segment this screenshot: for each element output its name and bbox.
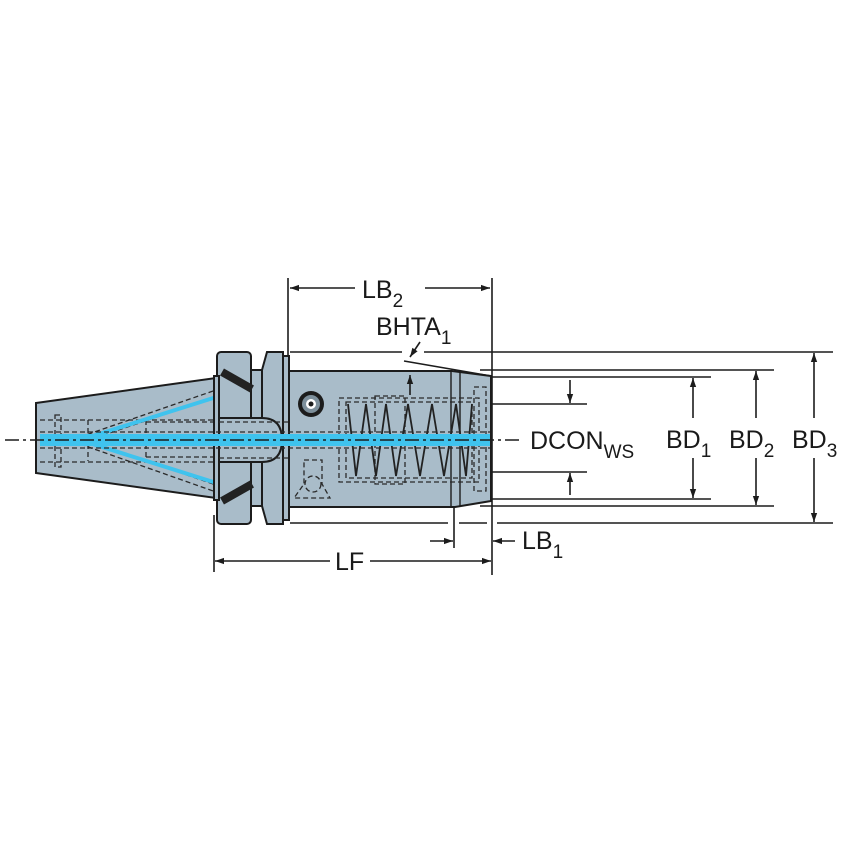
dim-lb2: LB2: [290, 276, 490, 312]
svg-text:LB1: LB1: [522, 527, 563, 563]
svg-text:LF: LF: [335, 548, 364, 576]
dim-lb1: LB1: [430, 527, 563, 563]
coolant-channel: [5, 431, 520, 449]
svg-text:DCONWS: DCONWS: [530, 427, 634, 463]
extension-lines: [213, 278, 833, 575]
label-bhta1: BHTA1: [376, 313, 451, 349]
svg-text:BD1: BD1: [666, 426, 711, 462]
spring-coil: [347, 403, 473, 477]
svg-text:LB2: LB2: [362, 276, 403, 312]
dim-dcon: DCONWS: [530, 380, 634, 495]
svg-text:BD3: BD3: [792, 426, 837, 462]
drive-screw-top: [220, 368, 254, 393]
dim-bd3: BD3: [792, 353, 837, 522]
clamp-screw-icon: [298, 391, 324, 417]
svg-text:BD2: BD2: [729, 426, 774, 462]
dim-bd1: BD1: [666, 378, 711, 498]
bhta-angle: [403, 341, 492, 395]
dim-bd2: BD2: [729, 371, 774, 505]
drive-screw-bottom: [220, 480, 254, 505]
dim-lf: LF: [215, 548, 491, 576]
